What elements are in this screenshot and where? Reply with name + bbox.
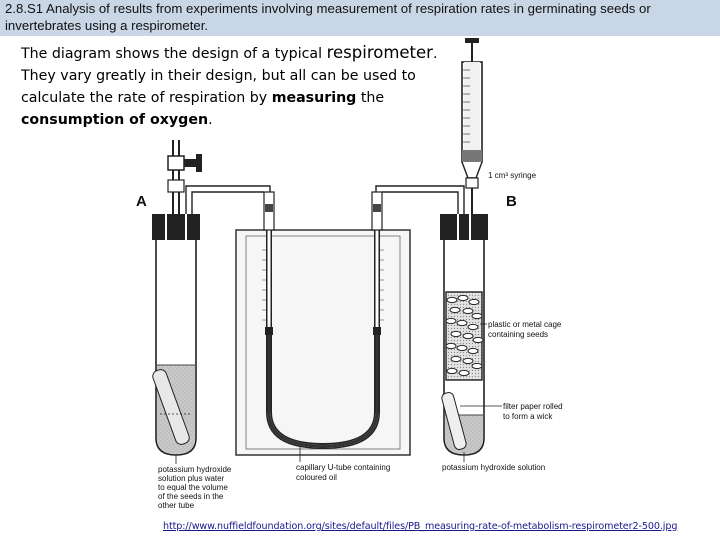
label-koh-b: potassium hydroxide solution	[442, 463, 545, 472]
slide-title-line-2: invertebrates using a respirometer.	[5, 17, 209, 33]
intro-bold-1: measuring	[271, 90, 357, 106]
label-capillary-2: coloured oil	[296, 473, 337, 482]
connecting-tubes	[185, 185, 465, 235]
label-filter-1: filter paper rolled	[503, 402, 563, 411]
slide-title-line-1: 2.8.S1 Analysis of results from experime…	[5, 1, 651, 16]
label-koh-a-4: of the seeds in the	[158, 492, 224, 501]
water-bath	[235, 229, 411, 456]
label-koh-a-3: to equal the volume	[158, 483, 228, 492]
label-b: B	[506, 193, 517, 210]
intro-text-1: The diagram shows the design of a typica…	[21, 46, 327, 62]
intro-paragraph: The diagram shows the design of a typica…	[21, 42, 461, 131]
label-koh-a: potassium hydroxide solution plus water …	[158, 465, 232, 510]
label-cage-1: plastic or metal cage	[488, 320, 562, 329]
screw-clip	[167, 140, 202, 214]
intro-text-2: . They vary greatly in their design, but…	[21, 46, 438, 106]
label-capillary-1: capillary U-tube containing	[296, 463, 390, 472]
intro-keyword: respirometer	[326, 43, 433, 62]
label-koh-a-5: other tube	[158, 501, 195, 510]
intro-bold-2: consumption of oxygen	[21, 112, 209, 128]
label-cage-2: containing seeds	[488, 330, 548, 339]
label-koh-a-1: potassium hydroxide	[158, 465, 232, 474]
intro-text-3: the	[356, 90, 385, 106]
label-koh-a-2: solution plus water	[158, 474, 225, 483]
slide-title: 2.8.S1 Analysis of results from experime…	[5, 1, 717, 34]
label-a: A	[136, 193, 147, 210]
label-filter-2: to form a wick	[503, 412, 553, 421]
intro-text-4: .	[208, 112, 213, 128]
boiling-tube-a	[152, 214, 200, 456]
syringe	[461, 38, 483, 214]
label-syringe: 1 cm³ syringe	[488, 171, 537, 180]
capillary-u-tube	[262, 191, 384, 450]
source-link[interactable]: http://www.nuffieldfoundation.org/sites/…	[163, 521, 678, 532]
boiling-tube-b	[440, 214, 488, 456]
title-bar: 2.8.S1 Analysis of results from experime…	[0, 0, 720, 36]
